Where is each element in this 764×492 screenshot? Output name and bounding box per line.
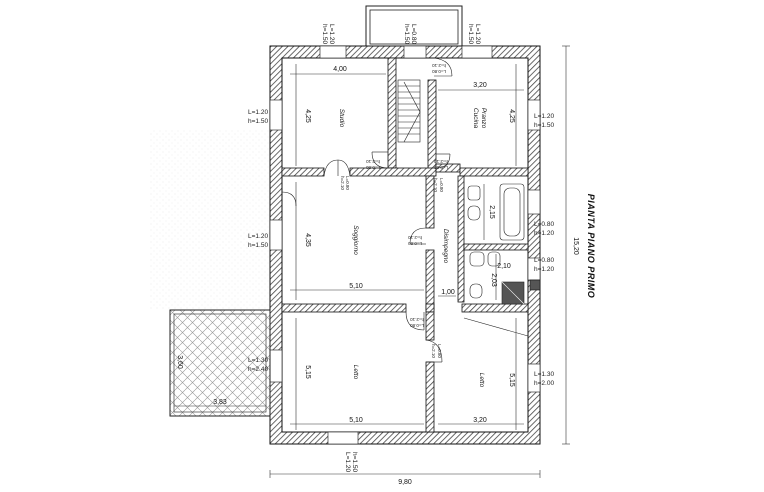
dim-total-height: 15,20 [572,237,579,255]
dim-disimpegno-width: 1,00 [441,289,455,296]
dim-soggiorno-height: 4,35 [304,233,311,247]
door-6-l: L=0.80 [410,323,424,328]
dim-cucina-height: 4,25 [508,109,515,123]
dim-bagno2-height: 2,03 [490,273,497,287]
room-label-letto-1: Letto [352,365,359,380]
win-right-letto-h: h=2.00 [534,380,554,387]
window-labels: L=1.20 h=1.50 L=0.80 h=1.50 L=1.20 h=1.5… [248,24,554,472]
win-right-bagno2-l: L=0.80 [534,257,554,264]
plan-title: PIANTA PIANO PRIMO [586,194,596,299]
dim-bagno2-width: 2,10 [497,263,511,270]
exterior-ground [150,130,270,310]
dim-letto2-width: 3,20 [473,417,487,424]
win-right-bagno1-l: L=0.80 [534,221,554,228]
door-7-l: L=0.80 [437,344,442,358]
win-left-letto-h: h=2.40 [248,366,268,373]
dim-studio-width: 4,00 [333,66,347,73]
win-bottom-h: h=1.50 [351,452,358,472]
door-7-h: h=2.10 [431,344,436,358]
win-left-soggiorno-h: h=1.50 [248,242,268,249]
bathroom-fixtures [467,183,525,305]
win-top-mid-h: h=1.50 [403,24,410,44]
door-swings [281,57,529,363]
dim-studio-height: 4,25 [304,109,311,123]
door-1-l: L=0.80 [345,176,350,190]
room-label-disimpegno: Disimpegno [442,229,449,264]
room-label-studio: Studio [338,109,345,128]
room-label-cucina: Cucina [472,108,479,129]
win-right-cucina-h: h=1.50 [534,122,554,129]
dimension-lines [174,45,570,478]
win-left-studio-h: h=1.50 [248,118,268,125]
dim-bagno1-height: 2,15 [488,205,495,219]
room-label-letto-2: Letto [478,373,485,388]
door-5-h: h=2.10 [408,235,422,240]
dim-total-width: 9,80 [398,479,412,486]
dim-letto1-width: 5,10 [349,417,363,424]
win-left-studio-l: L=1.20 [248,109,268,116]
door-labels: L=0.80 h=2.10 L=0.80 h=2.10 L=0.80 h=2.1… [340,63,448,358]
win-left-soggiorno-l: L=1.20 [248,233,268,240]
door-2-l: L=0.80 [366,165,380,170]
door-2-h: h=2.10 [366,159,380,164]
dim-cucina-width: 3,20 [473,82,487,89]
door-4-h: h=2.10 [432,63,446,68]
door-4-l: L=0.80 [432,69,446,74]
dim-terrace-width: 3,83 [213,399,227,406]
internal-walls [281,57,529,433]
door-1-h: h=2.10 [340,176,345,190]
win-right-bagno1-h: h=1.20 [534,230,554,237]
door-8-l: L=0.80 [439,178,444,192]
win-right-cucina-l: L=1.20 [534,113,554,120]
room-label-soggiorno: Soggiorno [352,225,359,255]
door-6-h: h=2.10 [410,317,424,322]
dim-letto1-height: 5,15 [304,365,311,379]
win-bottom-l: L=1.20 [344,452,351,472]
door-3-h: h=2.10 [434,159,448,164]
window-openings [269,45,541,445]
win-top-left-h: h=1.50 [321,24,328,44]
win-top-left-l: L=1.20 [328,24,335,44]
dim-soggiorno-width: 5,10 [349,283,363,290]
room-label-pranzo: Pranzo [480,108,487,129]
win-right-letto-l: L=1.30 [534,371,554,378]
door-3-l: L=0.80 [434,165,448,170]
door-5-l: L=0.80 [408,241,422,246]
door-8-h: h=2.10 [433,178,438,192]
win-right-bagno2-h: h=1.20 [534,266,554,273]
win-left-letto-l: L=1.30 [248,357,268,364]
dim-terrace-height: 3,60 [176,355,183,369]
win-top-right-h: h=1.50 [467,24,474,44]
terrace [169,309,271,417]
staircase [397,79,421,143]
win-top-right-l: L=1.20 [474,24,481,44]
dim-letto2-height: 5,15 [508,373,515,387]
win-top-mid-l: L=0.80 [410,24,417,44]
